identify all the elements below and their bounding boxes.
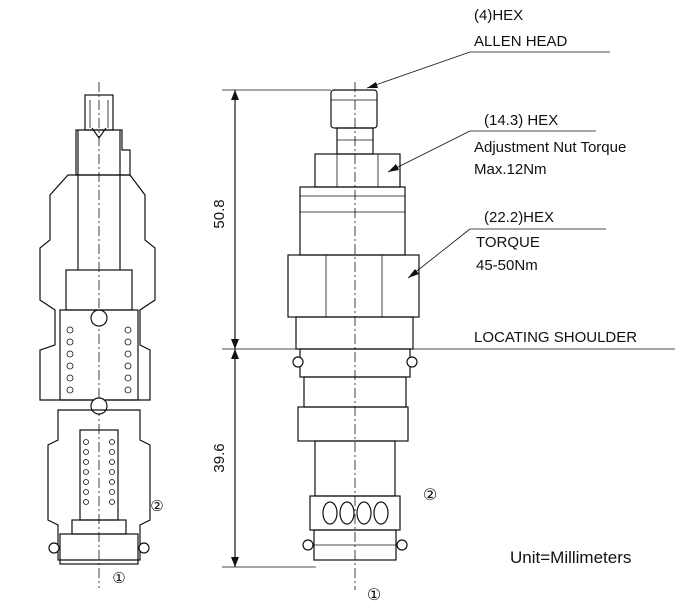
locating-shoulder-label: LOCATING SHOULDER (474, 329, 637, 346)
exterior-upper-body (299, 186, 406, 256)
dim-upper-value: 50.8 (211, 199, 228, 228)
callout-hex14-leader (387, 130, 471, 173)
hex14-desc-label: Adjustment Nut Torque (474, 139, 626, 156)
exterior-port-hole (373, 501, 389, 525)
hex22-desc-label: TORQUE (476, 234, 540, 251)
hex4-desc-label: ALLEN HEAD (474, 33, 568, 50)
exterior-main-hex (287, 254, 420, 318)
section-port-2-label: ② (150, 498, 163, 515)
callouts: (4)HEX ALLEN HEAD (14.3) HEX Adjustment … (367, 7, 637, 604)
section-view: ① ② (39, 82, 164, 588)
section-spring-upper (66, 326, 132, 394)
exterior-port-hole (322, 501, 338, 525)
exterior-allen-head (330, 89, 378, 129)
exterior-port-hole (339, 501, 355, 525)
section-spring-lower (83, 439, 115, 505)
hex22-size-label: (22.2)HEX (484, 209, 554, 226)
section-port-1-label: ① (112, 570, 125, 587)
hex22-torque-label: 45-50Nm (476, 257, 538, 274)
dim-lower-value: 39.6 (211, 443, 228, 472)
section-bottom (59, 533, 139, 565)
exterior-adjust-nut (314, 153, 401, 188)
callout-hex4-leader (366, 51, 471, 89)
exterior-port-1-label: ① (367, 587, 381, 604)
section-lower-sleeve (47, 409, 151, 561)
callout-hex22-leader (407, 228, 471, 279)
section-upper-body (75, 129, 131, 176)
hex14-size-label: (14.3) HEX (484, 112, 558, 129)
section-outer-body (39, 174, 156, 401)
exterior-port-hole (356, 501, 372, 525)
section-ball-top (90, 309, 108, 327)
exterior-port-2-label: ② (423, 487, 437, 504)
exterior-view (287, 82, 420, 590)
unit-label: Unit=Millimeters (510, 548, 631, 567)
hex4-size-label: (4)HEX (474, 7, 523, 24)
hex14-torque-label: Max.12Nm (474, 161, 547, 178)
section-ball-lower (90, 397, 108, 415)
dimensions: 50.8 39.6 (211, 89, 675, 568)
